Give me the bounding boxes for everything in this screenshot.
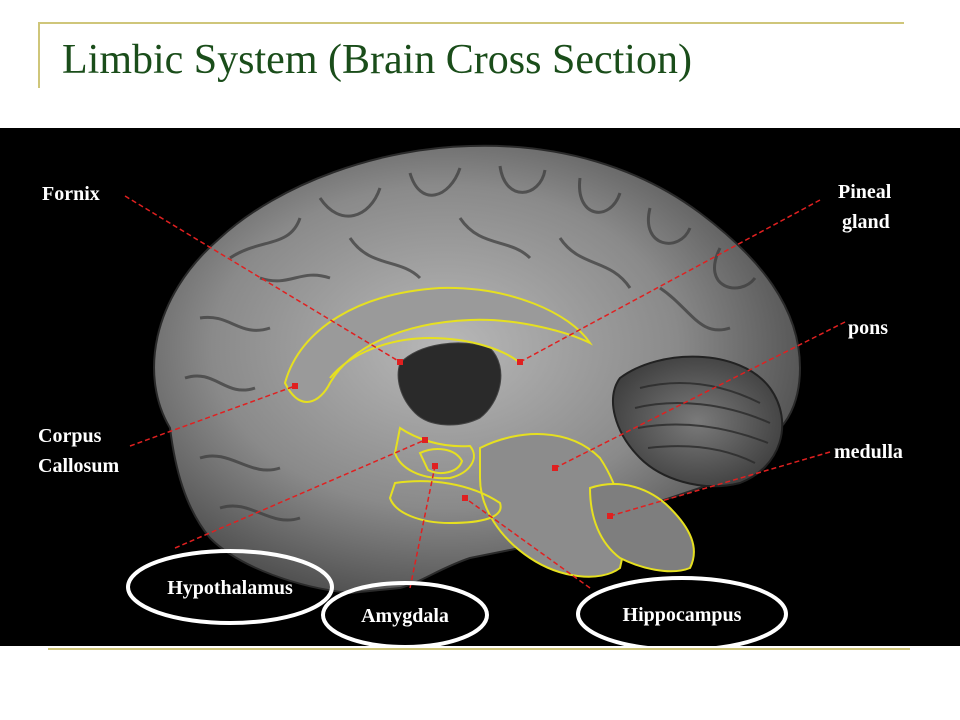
limbic-outline-2	[393, 426, 475, 480]
label-amygdala: Amygdala	[361, 605, 449, 627]
gyri-texture	[184, 165, 757, 522]
limbic-outline-1	[329, 336, 521, 379]
label-medulla: medulla	[834, 441, 903, 463]
label-pineal-line2: gland	[842, 211, 890, 233]
corpus-callosum-outline	[283, 286, 593, 403]
leader-dots	[292, 359, 613, 519]
label-hippocampus: Hippocampus	[623, 604, 742, 626]
label-hypothalamus: Hypothalamus	[167, 577, 293, 599]
amygdala-outline	[418, 448, 464, 474]
title-frame-top-rule	[38, 22, 904, 24]
hippocampus-circle	[576, 576, 788, 646]
slide-title: Limbic System (Brain Cross Section)	[62, 37, 692, 83]
cerebellum-shape	[611, 355, 784, 488]
title-frame-left-rule	[38, 22, 40, 88]
ventricle-region	[397, 342, 502, 426]
hypothalamus-circle	[126, 549, 334, 625]
label-corpus-line1: Corpus	[38, 425, 102, 447]
bottom-rule	[48, 648, 910, 650]
label-corpus-line2: Callosum	[38, 455, 119, 477]
cerebellum-folia	[634, 382, 771, 464]
brain-diagram: Fornix Pineal gland pons Corpus Callosum…	[0, 128, 960, 646]
amygdala-circle	[321, 581, 489, 646]
label-pons: pons	[848, 317, 888, 339]
label-fornix: Fornix	[42, 183, 100, 205]
medulla-shape	[588, 483, 695, 573]
label-pineal-line1: Pineal	[838, 181, 892, 203]
brain-diagram-svg: Fornix Pineal gland pons Corpus Callosum…	[38, 144, 903, 646]
leader-lines	[124, 195, 846, 589]
brainstem-shape	[479, 433, 625, 578]
